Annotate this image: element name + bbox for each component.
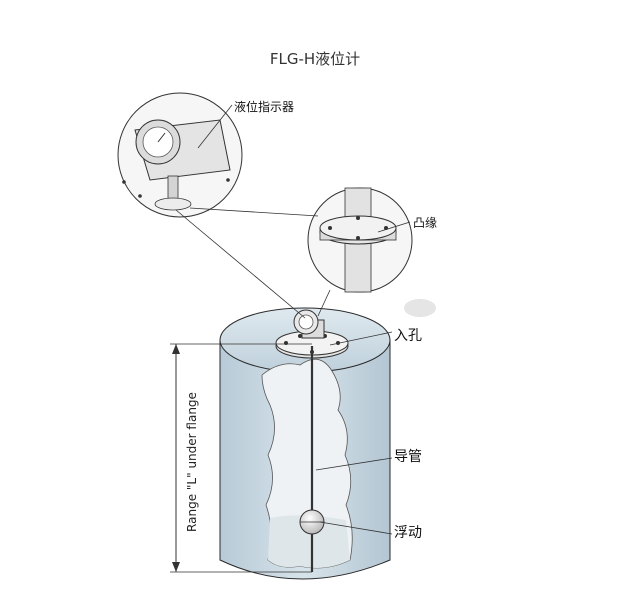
label-flange: 凸缘	[413, 216, 438, 230]
dimension-arrow	[170, 343, 312, 573]
detail-circle-flange	[307, 187, 413, 293]
leader-line	[189, 207, 319, 217]
label-guide-tube: 导管	[394, 449, 422, 465]
detail-circle-indicator	[117, 92, 243, 218]
label-inlet: 入孔	[394, 328, 422, 344]
leader-line	[329, 331, 393, 346]
leader-line	[315, 457, 393, 471]
label-indicator: 液位指示器	[234, 100, 295, 114]
leader-line	[319, 521, 393, 535]
diagram-title: FLG-H液位计	[269, 50, 361, 68]
leader-line	[317, 289, 331, 317]
liquid	[268, 515, 350, 568]
blurred-mark	[404, 299, 436, 317]
dimension-label: Range "L" under flange	[185, 392, 199, 532]
label-float: 浮动	[394, 525, 422, 541]
indicator-head-small	[293, 309, 325, 339]
leader-line	[175, 209, 306, 319]
